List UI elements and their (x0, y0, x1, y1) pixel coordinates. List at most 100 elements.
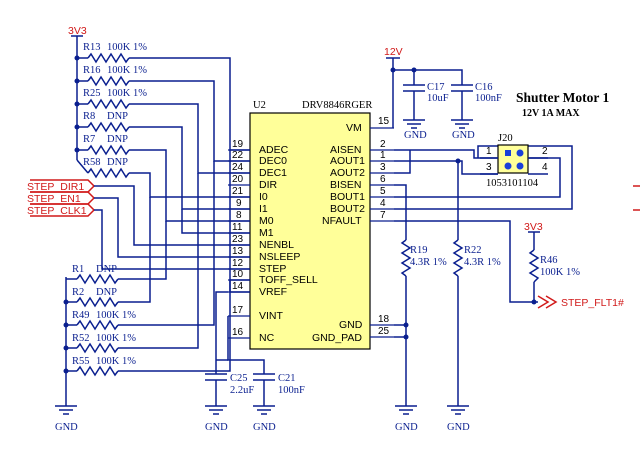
pin-vref: VREF (259, 286, 287, 298)
pin-vint: VINT (259, 310, 284, 322)
r16-ref: R16 (83, 65, 101, 76)
gnd-label-r19: GND (395, 422, 418, 433)
c25-ref: C25 (230, 373, 248, 384)
j20-pin-1: 1 (486, 146, 492, 157)
j20-pin-3: 3 (486, 162, 492, 173)
pin-vm: VM (346, 122, 362, 134)
output-nets (394, 145, 573, 415)
c17-value: 10uF (427, 93, 449, 104)
pin-num-6: 6 (380, 174, 386, 185)
c25-value: 2.2uF (230, 385, 254, 396)
pin-i0: I0 (259, 191, 268, 203)
r49-value: 100K 1% (96, 310, 136, 321)
c21-ref: C21 (278, 373, 296, 384)
pin-num-15: 15 (378, 116, 390, 127)
pin-num-20: 20 (232, 174, 244, 185)
r46-ref: R46 (540, 255, 558, 266)
ic-u2 (228, 112, 394, 350)
j20-pin-2: 2 (542, 146, 548, 157)
r19-value: 4.3R 1% (410, 257, 447, 268)
pin-nc: NC (259, 332, 275, 344)
r8-value: DNP (107, 111, 128, 122)
top-resistor-network (71, 35, 250, 222)
vm-supply (386, 57, 473, 129)
section-title: Shutter Motor 1 (516, 90, 609, 105)
pin-toff-sell: TOFF_SELL (259, 274, 318, 286)
r49-ref: R49 (72, 310, 90, 321)
c17-ref: C17 (427, 82, 445, 93)
pin-dir: DIR (259, 179, 278, 191)
r19-ref: R19 (410, 245, 428, 256)
pin-num-8: 8 (236, 210, 242, 221)
pin-num-14: 14 (232, 281, 244, 292)
pin-num-21: 21 (232, 186, 244, 197)
r52-value: 100K 1% (96, 333, 136, 344)
r16-value: 100K 1% (107, 65, 147, 76)
pin-dec1: DEC1 (259, 167, 287, 179)
net-step-clk1: STEP_CLK1 (27, 205, 87, 217)
ic-designator: U2 (253, 100, 266, 111)
r58-value: DNP (107, 157, 128, 168)
gnd-label-c16: GND (452, 130, 475, 141)
pin-num-23: 23 (232, 234, 244, 245)
r22-ref: R22 (464, 245, 482, 256)
pin-num-11: 11 (232, 222, 243, 233)
rail-3v3-r46: 3V3 (524, 221, 543, 233)
pin-bisen: BISEN (330, 179, 362, 191)
r55-value: 100K 1% (96, 356, 136, 367)
j20-pin-4: 4 (542, 162, 548, 173)
r25-value: 100K 1% (107, 88, 147, 99)
gnd-label-c25: GND (205, 422, 228, 433)
r22-value: 4.3R 1% (464, 257, 501, 268)
j20-ref: J20 (498, 133, 513, 144)
r52-ref: R52 (72, 333, 90, 344)
net-ports-left (30, 179, 250, 270)
r1-ref: R1 (72, 264, 84, 275)
gnd-label-r22: GND (447, 422, 470, 433)
pin-dec0: DEC0 (259, 155, 287, 167)
gnd-label-left: GND (55, 422, 78, 433)
pin-num-10: 10 (232, 269, 244, 280)
r2-value: DNP (96, 287, 117, 298)
pin-num-16: 16 (232, 327, 244, 338)
pin-nenbl: NENBL (259, 239, 294, 251)
r46-value: 100K 1% (540, 267, 580, 278)
pin-i1: I1 (259, 203, 268, 215)
gnd-label-c17: GND (404, 130, 427, 141)
pin-num-12: 12 (232, 258, 244, 269)
pin-m1: M1 (259, 227, 274, 239)
pin-nsleep: NSLEEP (259, 251, 300, 263)
section-subtitle: 12V 1A MAX (522, 108, 580, 119)
r55-ref: R55 (72, 356, 90, 367)
pin-aout2: AOUT2 (330, 167, 365, 179)
pin-num-1: 1 (380, 150, 386, 161)
pin-num-22: 22 (232, 150, 244, 161)
pin-num-19: 19 (232, 139, 244, 150)
net-step-dir1: STEP_DIR1 (27, 181, 84, 193)
pin-gnd-pad: GND_PAD (312, 332, 362, 344)
rail-3v3-label: 3V3 (68, 25, 87, 37)
r1-value: DNP (96, 264, 117, 275)
pin-num-17: 17 (232, 305, 244, 316)
pin-nfault: NFAULT (322, 215, 362, 227)
gnd-label-c21: GND (253, 422, 276, 433)
ic-part-number: DRV8846RGER (302, 100, 372, 111)
pin-step: STEP (259, 263, 286, 275)
c21-value: 100nF (278, 385, 305, 396)
pin-num-2: 2 (380, 139, 386, 150)
pin-gnd: GND (339, 319, 363, 331)
pin-num-18: 18 (378, 314, 390, 325)
net-step-en1: STEP_EN1 (27, 193, 81, 205)
pin-bout2: BOUT2 (330, 203, 365, 215)
pin-bout1: BOUT1 (330, 191, 365, 203)
r13-ref: R13 (83, 42, 101, 53)
pin-num-4: 4 (380, 198, 386, 209)
pin-num-3: 3 (380, 162, 386, 173)
r25-ref: R25 (83, 88, 101, 99)
pin-num-13: 13 (232, 246, 244, 257)
j20-part: 1053101104 (486, 178, 539, 189)
r7-value: DNP (107, 134, 128, 145)
pin-num-9: 9 (236, 198, 242, 209)
net-step-flt1: STEP_FLT1# (561, 297, 624, 309)
